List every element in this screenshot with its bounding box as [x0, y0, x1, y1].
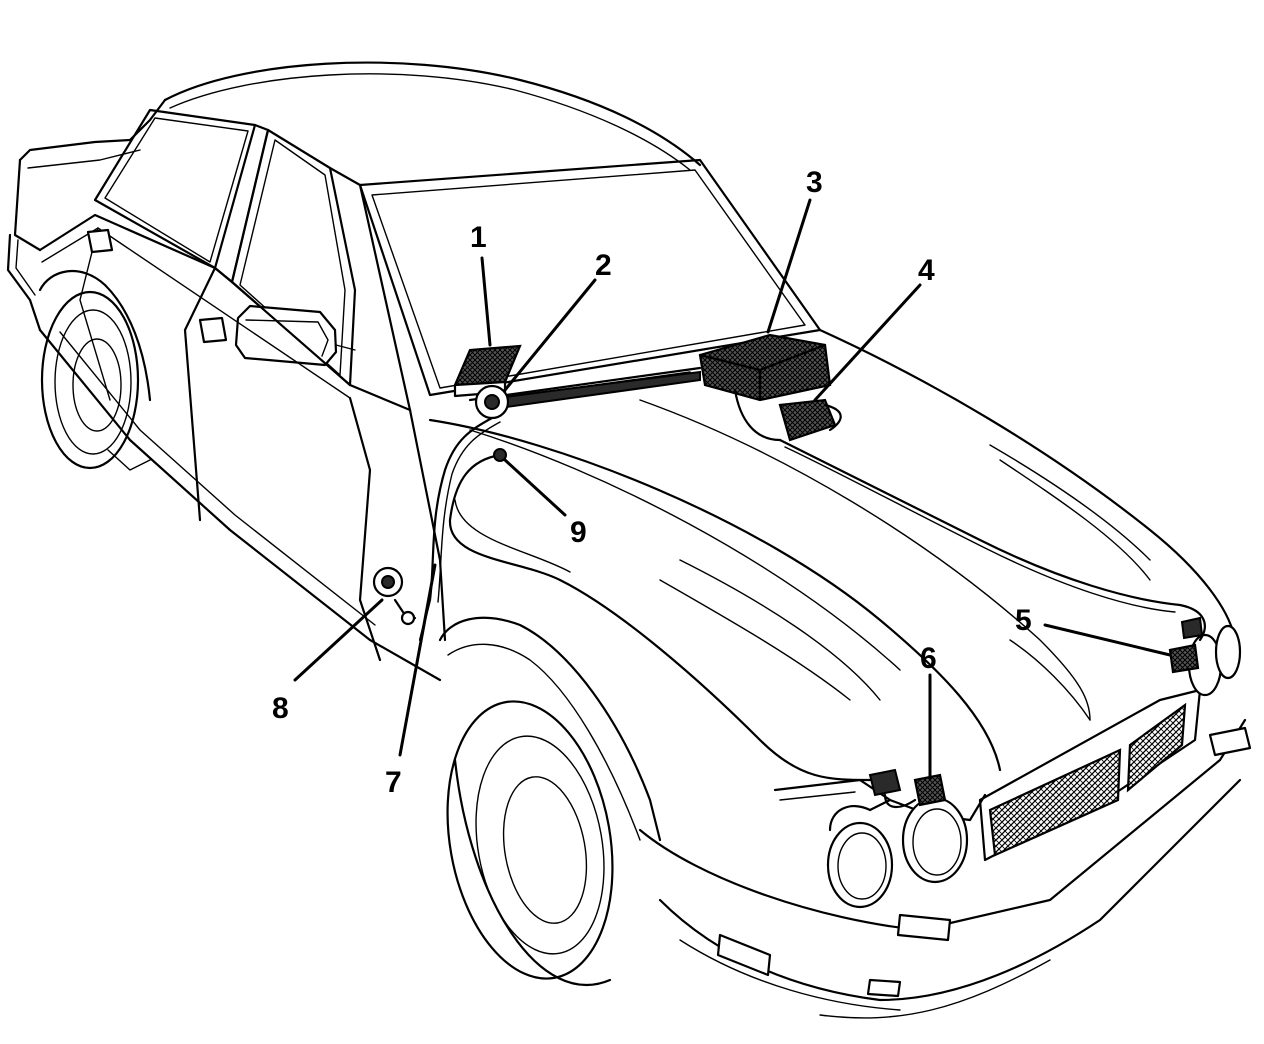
leader-line-4 — [813, 283, 922, 402]
component-4-pump — [733, 388, 842, 442]
leader-line-8 — [293, 598, 384, 682]
component-9-nozzle — [493, 448, 507, 462]
callout-6: 6 — [920, 642, 937, 675]
callout-4: 4 — [918, 254, 935, 287]
component-3-reservoir — [698, 333, 832, 402]
washer-system — [372, 333, 1206, 808]
leader-line-2 — [503, 278, 597, 392]
callout-5: 5 — [1015, 604, 1032, 637]
callout-7: 7 — [385, 766, 402, 799]
component-5-washer-jet — [1168, 616, 1204, 674]
callout-1: 1 — [470, 221, 487, 254]
leader-line-5 — [1043, 623, 1172, 657]
car-body — [6, 61, 1252, 1019]
callouts: 1 2 3 4 5 6 7 8 9 — [272, 166, 1172, 799]
callout-9: 9 — [570, 516, 587, 549]
component-6-washer-jet — [868, 768, 947, 808]
callout-3: 3 — [806, 166, 823, 199]
component-2-motor — [474, 384, 510, 420]
leader-line-3 — [766, 198, 812, 334]
callout-2: 2 — [595, 249, 612, 282]
leader-line-9 — [503, 458, 567, 517]
callout-8: 8 — [272, 692, 289, 725]
component-8-bracket — [372, 566, 417, 626]
leader-line-7 — [398, 563, 437, 757]
leader-line-1 — [480, 256, 492, 347]
